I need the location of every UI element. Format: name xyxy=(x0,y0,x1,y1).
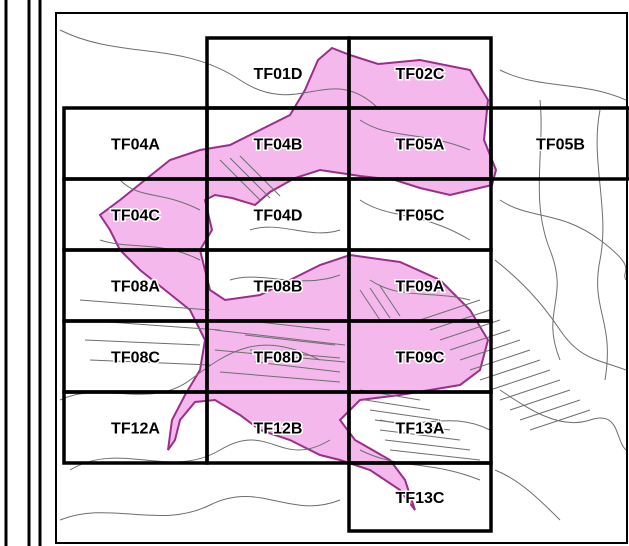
tile-label-tf08b: TF08B xyxy=(254,279,303,296)
tile-label-tf04c: TF04C xyxy=(111,208,160,225)
page-side-rules xyxy=(4,0,42,546)
tile-label-tf05c: TF05C xyxy=(396,208,445,225)
tile-label-tf13a: TF13A xyxy=(396,421,445,438)
urban-area-texture xyxy=(219,155,591,461)
tile-label-tf09a: TF09A xyxy=(396,279,445,296)
tile-label-tf08a: TF08A xyxy=(111,279,160,296)
tile-label-tf05a: TF05A xyxy=(396,137,445,154)
tile-label-tf12a: TF12A xyxy=(111,421,160,438)
tile-label-tf13c: TF13C xyxy=(396,490,445,507)
tile-label-tf09c: TF09C xyxy=(396,350,445,367)
tile-label-tf08d: TF08D xyxy=(254,350,303,367)
tile-label-tf04d: TF04D xyxy=(254,208,303,225)
tile-label-tf12b: TF12B xyxy=(254,421,303,438)
tile-labels: TF01D TF02C TF04A TF04B TF05A TF05B TF04C TF04D… xyxy=(110,65,587,509)
map-sheet-tf13c[interactable] xyxy=(347,461,493,533)
tile-label-tf01d: TF01D xyxy=(254,66,303,83)
map-sheet-grid xyxy=(62,36,629,533)
map-sheet-tf05b[interactable] xyxy=(489,106,629,181)
tile-label-tf04b: TF04B xyxy=(254,137,303,154)
tile-label-tf04a: TF04A xyxy=(111,137,160,154)
tile-label-tf08c: TF08C xyxy=(111,350,160,367)
tile-label-tf02c: TF02C xyxy=(396,66,445,83)
tile-label-tf05b: TF05B xyxy=(536,137,585,154)
